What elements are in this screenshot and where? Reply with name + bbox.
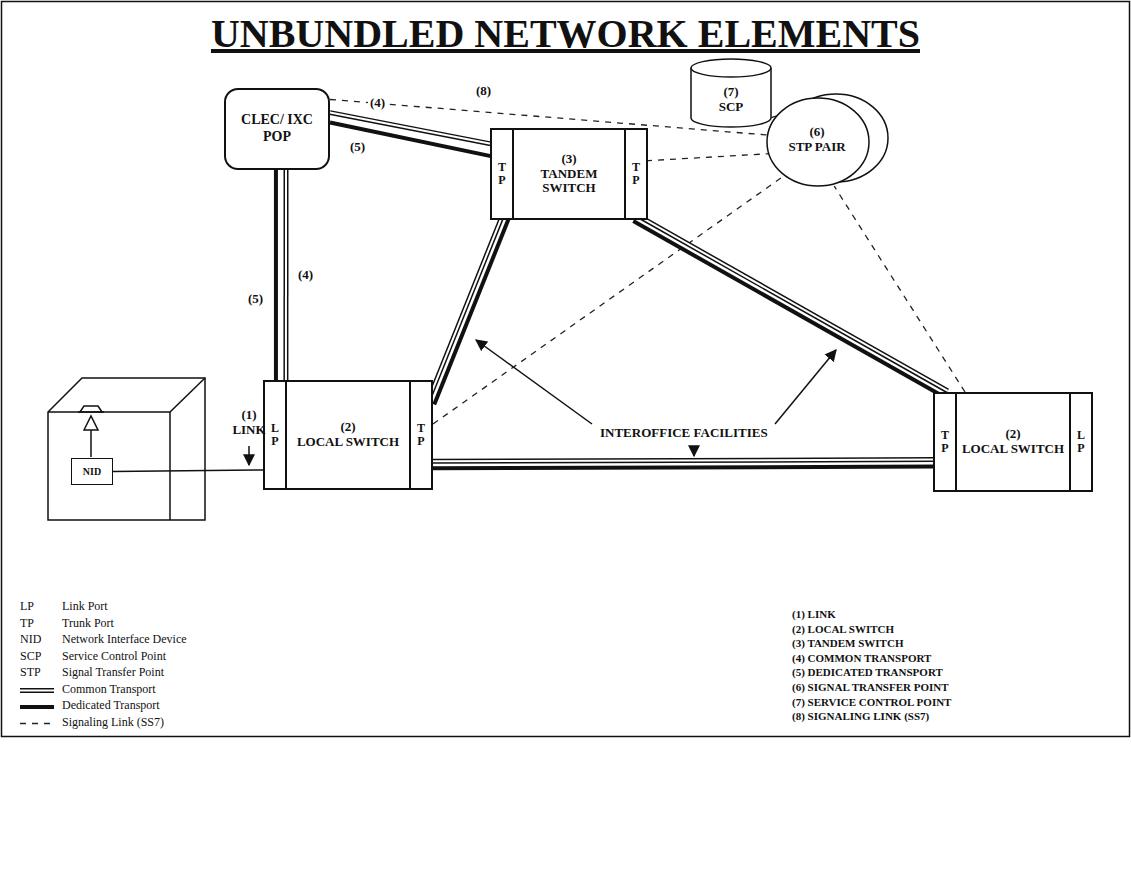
common-transport-line [431,460,935,462]
transport-connector [431,460,935,469]
dedicated-transport-line [330,122,492,156]
tandem-switch: (3)TANDEM SWITCH T P T P [490,128,648,220]
transport-connector [428,217,509,405]
node-label: (6) [809,125,824,140]
dedicated-transport-line [633,221,944,397]
legend-sample [20,690,54,691]
node-label: (7) [723,85,738,100]
common-transport-core [20,690,54,692]
trunk-port: T P [624,130,646,218]
link-line [113,470,265,472]
scp-cylinder: (7)SCP [690,58,772,128]
node-label: T P [497,161,507,187]
signaling-link-line [646,153,773,160]
link-port: L P [1069,394,1091,490]
callout-label: (1) LINK [230,408,268,438]
node-label: SCP [719,100,744,115]
house [48,378,205,520]
callout-number: (5) [246,292,265,307]
element-list-item: (1) LINK [792,608,836,621]
element-list-item: (6) SIGNAL TRANSFER POINT [792,681,949,694]
trunk-port: T P [935,394,957,490]
node-label: (3) [561,152,576,167]
local-switch: (2)LOCAL SWITCH L P T P [263,380,433,490]
node-label: T P [416,422,426,448]
node-label: LOCAL SWITCH [297,435,399,450]
legend-text: Dedicated Transport [62,699,160,713]
dedicated-transport-line [20,705,54,709]
page-frame [2,2,1130,737]
legend-abbreviation: LP [20,600,34,614]
legend-meaning: Link Port [62,600,108,614]
legend-meaning: Signal Transfer Point [62,666,164,680]
callout-number: (5) [348,140,367,155]
common-transport-line [428,217,502,402]
common-transport-line [283,170,288,380]
signaling-link [646,153,773,160]
element-list-item: (3) TANDEM SWITCH [792,637,903,650]
legend-sample [20,707,54,708]
legend-meaning: Network Interface Device [62,633,187,647]
node-label: L P [1076,429,1086,455]
callout-label: INTEROFFICE FACILITIES [598,426,770,441]
common-transport-line [637,215,948,391]
node-label: LOCAL SWITCH [962,442,1064,457]
transport-connector [285,170,286,380]
diagram-title: UNBUNDLED NETWORK ELEMENTS [0,10,1131,57]
transport-connector [633,215,947,397]
node-label: T P [940,429,950,455]
legend-sample [20,723,54,724]
legend-abbreviation: STP [20,666,41,680]
signaling-link-line [20,723,54,724]
trunk-port: T P [492,130,514,218]
dedicated-transport-line [434,219,508,404]
node-label: (2) [1005,427,1020,442]
legend-meaning: Trunk Port [62,617,114,631]
dedicated-transport-line [274,170,278,380]
transport-connector [275,170,276,380]
element-list-item: (2) LOCAL SWITCH [792,623,894,636]
common-transport-core [637,215,948,391]
legend-text: Signaling Link (SS7) [62,716,164,730]
node-label: NID [83,466,101,477]
local-switch: (2)LOCAL SWITCH T P L P [933,392,1093,492]
element-list-item: (7) SERVICE CONTROL POINT [792,696,951,709]
node-label: T P [631,161,641,187]
common-transport-core [428,217,502,402]
node-label: STP PAIR [788,140,845,155]
transport-connector [113,470,265,472]
nid-box: NID [71,458,113,485]
node-label: TANDEM SWITCH [518,167,620,197]
element-list-item: (4) COMMON TRANSPORT [792,652,931,665]
callout-number: (4) [368,96,387,111]
common-transport-core [285,170,287,380]
transport-connector [330,122,492,156]
legend-meaning: Service Control Point [62,650,166,664]
callout-number: (8) [474,84,493,99]
common-transport-line [20,688,54,693]
telephone-symbol [78,406,104,457]
stp-ellipse: (6)STP PAIR [766,92,890,188]
node-label: (2) [340,420,355,435]
legend-abbreviation: SCP [20,650,41,664]
node-label: CLEC/ IXC POP [234,112,320,146]
link-port: L P [265,382,287,488]
callout-number: (4) [296,268,315,283]
legend-abbreviation: TP [20,617,34,631]
trunk-port: T P [409,382,431,488]
pop-box: CLEC/ IXC POP [224,88,330,170]
legend-abbreviation: NID [20,633,41,647]
legend-text: Common Transport [62,683,156,697]
element-list-item: (5) DEDICATED TRANSPORT [792,666,943,679]
node-label: L P [270,422,280,448]
element-list-item: (8) SIGNALING LINK (SS7) [792,710,929,723]
common-transport-core [431,460,935,462]
dedicated-transport-line [431,467,935,469]
